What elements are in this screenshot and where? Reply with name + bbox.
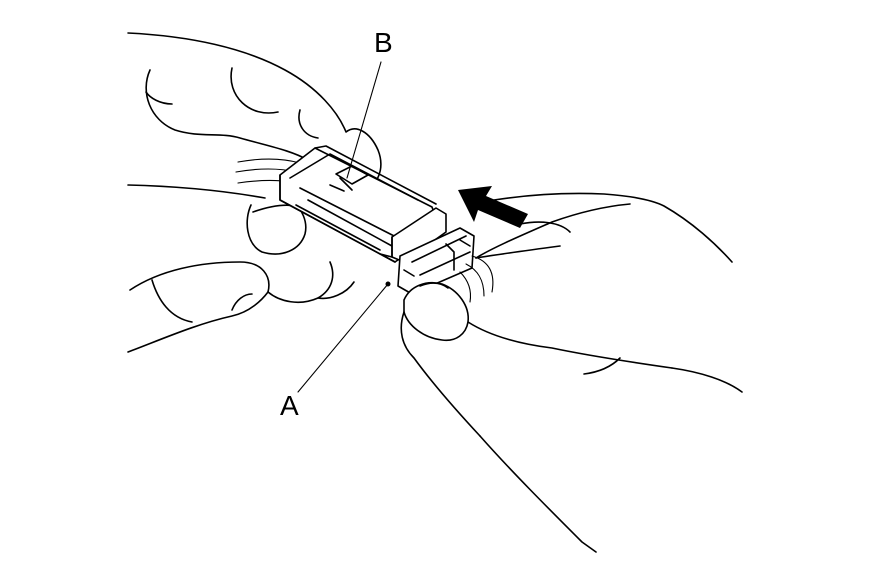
left-hand <box>127 32 382 353</box>
mating-connector <box>397 227 475 295</box>
callout-point-a <box>385 281 391 287</box>
connector-housing <box>279 145 447 263</box>
push-direction-arrow <box>458 186 528 228</box>
callout-leader-a <box>297 283 389 393</box>
right-hand <box>400 192 743 553</box>
callout-label-a: A <box>280 390 299 421</box>
callout-leader-b <box>346 61 382 179</box>
callout-label-b: B <box>374 27 393 58</box>
